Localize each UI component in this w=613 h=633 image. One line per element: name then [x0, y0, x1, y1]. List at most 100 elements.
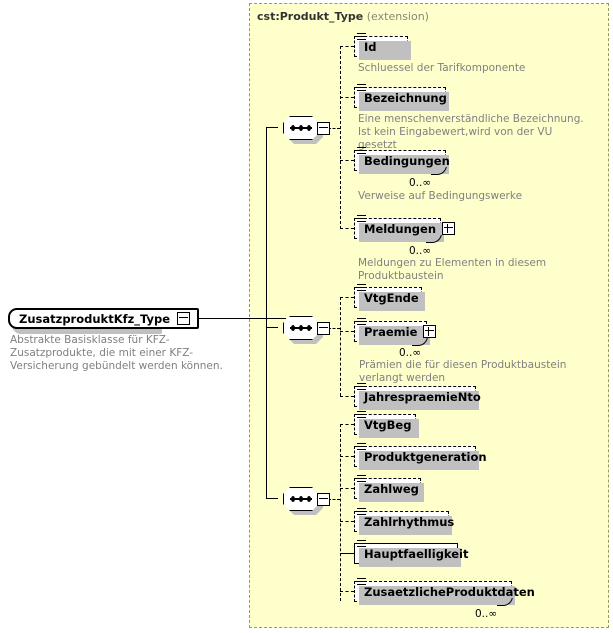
sequence-compositor-2[interactable]	[283, 316, 330, 344]
element-shadow	[359, 419, 419, 438]
element-lines-icon	[357, 284, 366, 293]
element-label: Bezeichnung	[364, 90, 447, 105]
root-type-label: ZusatzproduktKfz_Type	[19, 311, 171, 326]
element-label: Praemie	[364, 324, 418, 339]
root-type-box[interactable]: ZusatzproduktKfz_Type	[8, 308, 200, 329]
repeat-indicator-icon	[426, 235, 442, 245]
occurrence-label-bedingungen: 0..∞	[409, 177, 432, 189]
g3-stub-4	[340, 521, 354, 522]
element-shadow	[359, 483, 424, 502]
expand-icon[interactable]	[442, 222, 456, 235]
element-shadow	[359, 92, 449, 111]
repeat-indicator-icon	[497, 598, 513, 608]
g1-lead-line	[328, 128, 340, 129]
collapse-icon[interactable]	[177, 312, 191, 325]
extension-kind-label: (extension)	[366, 10, 429, 23]
element-shadow	[359, 223, 444, 242]
element-box-zusaetzlicheproduktdaten[interactable]: ZusaetzlicheProduktdaten	[354, 578, 535, 606]
element-lines-icon	[357, 540, 366, 549]
sequence-compositor-3[interactable]	[283, 487, 330, 515]
element-box-bedingungen[interactable]: Bedingungen	[354, 147, 450, 175]
element-label: ZusaetzlicheProduktdaten	[364, 584, 535, 599]
element-shadow	[359, 548, 461, 567]
occurrence-label-zusaetzlicheproduktdaten: 0..∞	[475, 608, 498, 620]
element-label: Zahlweg	[364, 481, 419, 496]
element-label: Meldungen	[364, 221, 437, 236]
compositor-branch-2	[266, 327, 278, 329]
sequence-collapse-icon-2[interactable]	[317, 322, 330, 335]
element-lines-icon	[357, 578, 366, 587]
element-lines-icon	[357, 318, 366, 327]
g1-stub-1	[340, 46, 354, 47]
sequence-collapse-icon-3[interactable]	[317, 493, 330, 506]
element-box-produktgeneration[interactable]: Produktgeneration	[354, 443, 487, 470]
repeat-indicator-icon	[431, 167, 447, 177]
g2-stub-3	[340, 396, 354, 397]
element-lines-icon	[357, 147, 366, 156]
g1-stub-2	[340, 97, 354, 98]
sequence-dots-icon-1	[290, 125, 312, 131]
element-box-jahrespraemiento[interactable]: JahrespraemieNto	[354, 383, 481, 410]
element-description-meldungen: Meldungen zu Elementen in diesem Produkt…	[358, 257, 547, 282]
element-lines-icon	[357, 411, 366, 420]
g3-spine	[340, 424, 341, 601]
expand-icon[interactable]	[423, 325, 437, 338]
element-shadow	[359, 155, 449, 174]
compositor-branch-3	[266, 498, 278, 500]
element-label: Zahlrhythmus	[364, 514, 455, 529]
element-shadow	[359, 586, 515, 605]
sequence-compositor-1[interactable]	[283, 116, 330, 144]
element-shadow	[359, 516, 452, 535]
element-box-praemie[interactable]: Praemie	[354, 318, 437, 346]
element-lines-icon	[357, 475, 366, 484]
element-lines-icon	[357, 215, 366, 224]
root-type-description: Abstrakte Basisklasse für KFZ-Zusatzprod…	[10, 334, 223, 372]
g2-spine	[340, 297, 341, 396]
extension-panel-title: cst:Produkt_Type (extension)	[257, 10, 429, 23]
element-box-zahlrhythmus[interactable]: Zahlrhythmus	[354, 508, 454, 535]
element-box-vtgbeg[interactable]: VtgBeg	[354, 411, 419, 438]
g2-stub-1	[340, 297, 354, 298]
g1-spine	[340, 46, 341, 229]
g1-stub-4	[340, 228, 354, 229]
element-label: Hauptfaelligkeit	[364, 546, 469, 561]
g3-stub-3	[340, 488, 354, 489]
element-shadow	[359, 451, 479, 470]
element-lines-icon	[357, 84, 366, 93]
occurrence-label-meldungen: 0..∞	[409, 245, 432, 257]
element-lines-icon	[357, 33, 366, 42]
sequence-collapse-icon-1[interactable]	[317, 122, 330, 135]
g3-stub-2	[340, 456, 354, 457]
element-description-id: Schluessel der Tarifkomponente	[358, 62, 526, 74]
element-shadow	[359, 391, 479, 410]
g2-lead-line	[328, 328, 340, 329]
root-connector-line	[170, 318, 286, 320]
element-box-meldungen[interactable]: Meldungen	[354, 215, 456, 243]
element-description-praemie: Prämien die für diesen Produktbaustein v…	[359, 359, 567, 384]
g2-stub-2	[340, 331, 354, 332]
element-box-id[interactable]: Id	[354, 33, 411, 60]
compositor-spine	[266, 127, 268, 499]
occurrence-label-praemie: 0..∞	[399, 347, 422, 359]
sequence-dots-icon-2	[290, 325, 312, 331]
sequence-dots-icon-3	[290, 496, 312, 502]
element-label: Id	[364, 39, 377, 54]
g3-stub-5	[340, 553, 354, 555]
g1-stub-3	[340, 160, 354, 161]
element-shadow	[359, 292, 425, 311]
element-lines-icon	[357, 508, 366, 517]
repeat-indicator-icon	[412, 338, 428, 348]
element-box-hauptfaelligkeit[interactable]: Hauptfaelligkeit	[354, 540, 469, 567]
element-label: Bedingungen	[364, 153, 450, 168]
g3-lead-line	[328, 499, 340, 500]
element-description-bezeichnung: Eine menschenverständliche Bezeichnung. …	[358, 113, 584, 151]
element-box-vtgende[interactable]: VtgEnde	[354, 284, 425, 311]
element-lines-icon	[357, 383, 366, 392]
g3-stub-1	[340, 424, 354, 425]
element-box-bezeichnung[interactable]: Bezeichnung	[354, 84, 449, 111]
element-label: JahrespraemieNto	[364, 389, 481, 404]
element-box-zahlweg[interactable]: Zahlweg	[354, 475, 424, 502]
element-label: Produktgeneration	[364, 449, 487, 464]
extension-type-name: cst:Produkt_Type	[257, 10, 364, 23]
